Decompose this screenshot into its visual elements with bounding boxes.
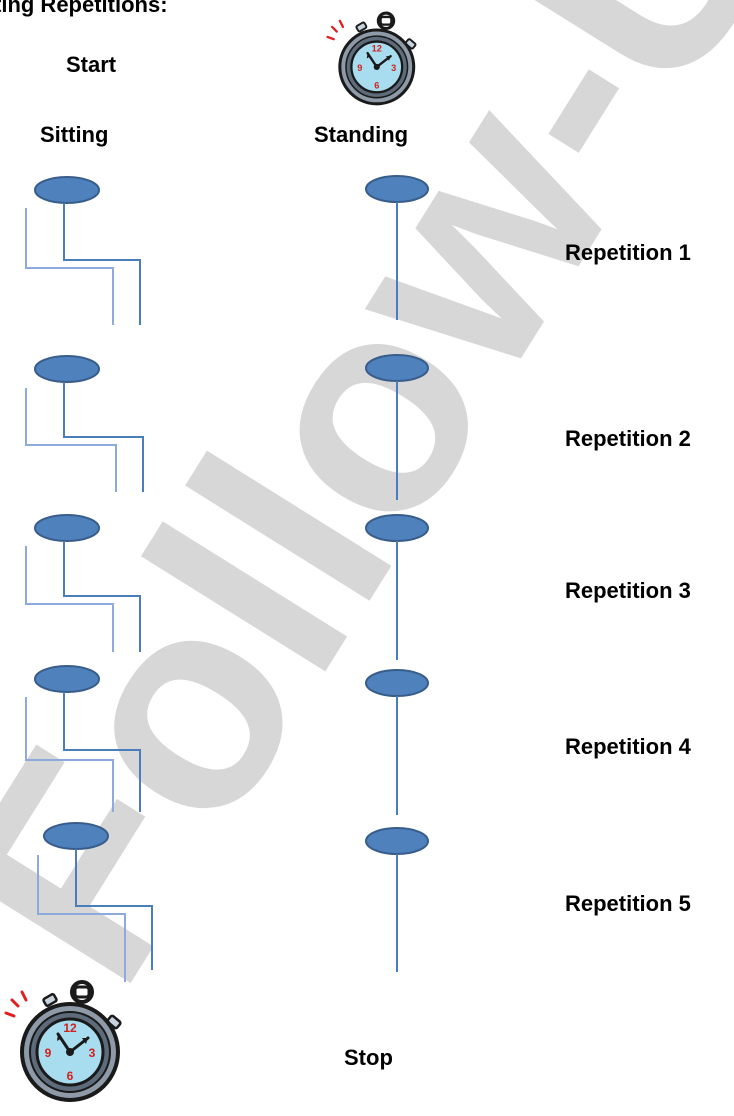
repetition-label: Repetition 5 — [565, 891, 691, 916]
repetition-label: Repetition 4 — [565, 734, 691, 759]
standing-figure — [365, 669, 429, 815]
repetition-label: Repetition 2 — [565, 426, 691, 451]
sitting-figure — [37, 822, 153, 982]
sitting-figure — [25, 355, 144, 492]
start-label: Start — [66, 52, 117, 77]
repetition-label: Repetition 1 — [565, 240, 691, 265]
repetition-label: Repetition 3 — [565, 578, 691, 603]
sitting-figure — [25, 665, 141, 812]
standing-figure — [365, 175, 429, 320]
stopwatch-icon — [326, 11, 418, 106]
sitting-figure — [25, 176, 141, 325]
standing-figure — [365, 354, 429, 500]
stop-label: Stop — [344, 1045, 393, 1070]
sitting-column-label: Sitting — [40, 122, 109, 147]
sitting-figure — [25, 514, 141, 652]
standing-column-label: Standing — [314, 122, 409, 147]
standing-figure — [365, 514, 429, 660]
stopwatch-icon — [4, 980, 124, 1102]
page-heading: ting Repetitions: — [0, 0, 168, 17]
standing-figure — [365, 827, 429, 972]
